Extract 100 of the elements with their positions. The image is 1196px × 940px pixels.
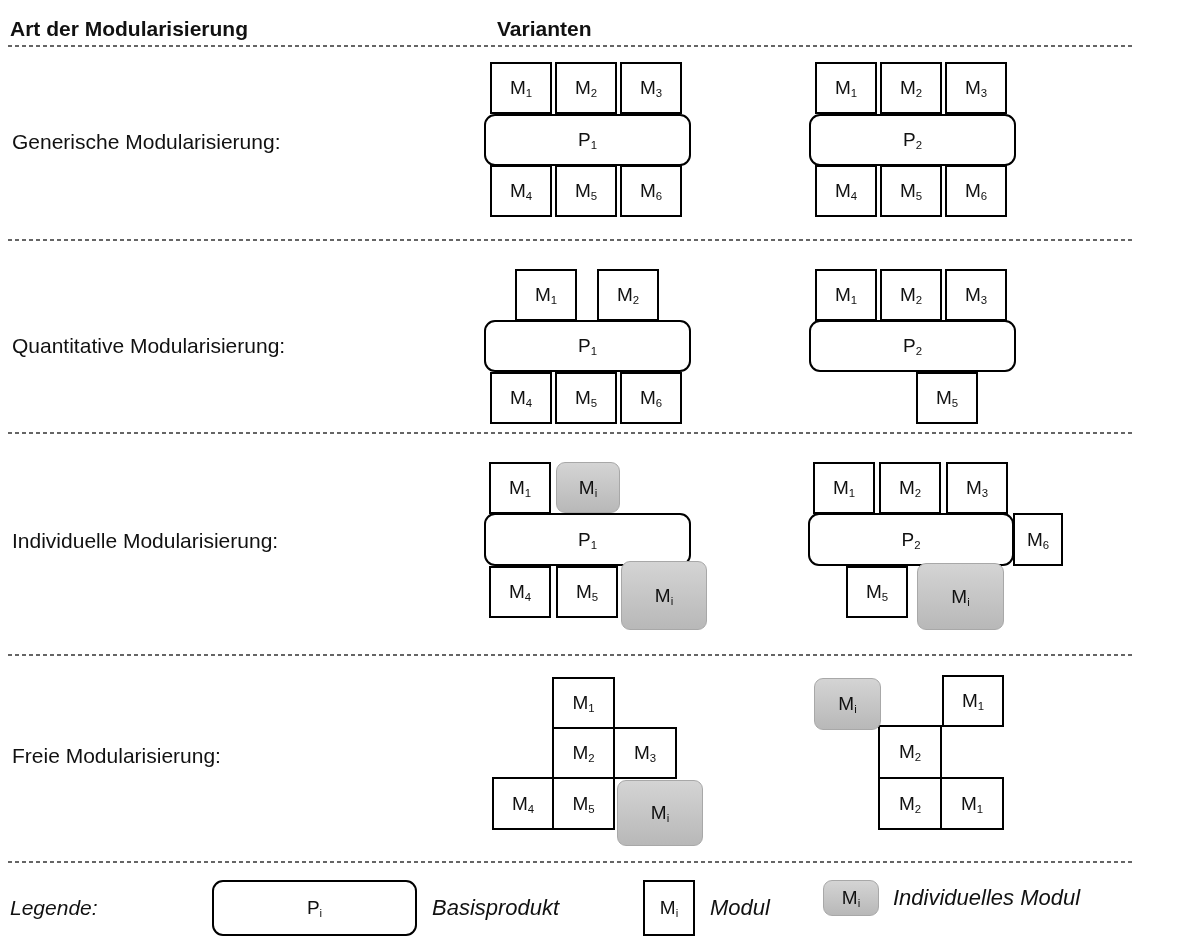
- base-product-box: [484, 114, 691, 166]
- module-label: M$_{1}$: [834, 284, 858, 306]
- legend-label: Individuelles Modul: [893, 887, 1081, 909]
- base-product-box: [809, 114, 1016, 166]
- module-box: [555, 372, 617, 424]
- module-box: [620, 372, 682, 424]
- module-label: M$_{4}$: [509, 180, 533, 202]
- row-label: Generische Modularisierung:: [12, 131, 281, 152]
- module-box: [916, 372, 978, 424]
- module-box: [597, 269, 659, 321]
- module-label: M$_{4}$: [508, 581, 532, 603]
- row-label: Quantitative Modularisierung:: [12, 335, 286, 356]
- module-label: M$_{3}$: [964, 284, 988, 306]
- module-label: M$_{1}$: [834, 77, 858, 99]
- column-header: Varianten: [497, 18, 592, 39]
- module-label: M$_{3}$: [633, 742, 657, 764]
- module-box: [880, 269, 942, 321]
- module-box: [815, 269, 877, 321]
- module-label: M$_{5}$: [574, 180, 598, 202]
- module-label: M$_{1}$: [508, 477, 532, 499]
- module-label: P$_{2}$: [903, 129, 922, 151]
- module-label: M$_{i}$: [841, 887, 861, 909]
- individual-module-box: [814, 678, 881, 730]
- module-label: M$_{2}$: [616, 284, 640, 306]
- module-label: P$_{2}$: [903, 335, 922, 357]
- module-box: [490, 165, 552, 217]
- module-label: M$_{2}$: [572, 742, 595, 764]
- individual-module-box: [556, 462, 620, 513]
- module-box: [1013, 513, 1063, 566]
- individual-module-box: [621, 561, 707, 630]
- module-box: [555, 62, 617, 114]
- module-label: M$_{2}$: [899, 284, 923, 306]
- column-header: Art der Modularisierung: [10, 18, 249, 39]
- module-label: M$_{5}$: [575, 581, 599, 603]
- base-product-box: [484, 320, 691, 372]
- module-label: M$_{5}$: [865, 581, 889, 603]
- module-label: M$_{3}$: [639, 77, 663, 99]
- module-box: [945, 165, 1007, 217]
- module-label: M$_{i}$: [650, 802, 670, 824]
- module-label: M$_{5}$: [574, 387, 598, 409]
- module-box: [940, 777, 1004, 830]
- module-label: M$_{5}$: [572, 792, 595, 815]
- module-box: [878, 725, 942, 779]
- base-product-box: [808, 513, 1014, 566]
- module-box: [613, 727, 677, 779]
- module-label: M$_{6}$: [964, 180, 988, 202]
- module-box: [489, 566, 551, 618]
- module-box: [879, 462, 941, 514]
- legend-title: Legende:: [10, 897, 98, 918]
- module-box: [815, 165, 877, 217]
- module-label: P$_{2}$: [901, 528, 921, 551]
- module-box: [815, 62, 877, 114]
- module-label: M$_{5}$: [935, 387, 959, 409]
- module-label: M$_{2}$: [899, 77, 923, 99]
- module-box: [880, 165, 942, 217]
- module-box: [946, 462, 1008, 514]
- module-label: M$_{1}$: [572, 692, 595, 714]
- module-label: M$_{2}$: [898, 477, 922, 499]
- module-box: [846, 566, 908, 618]
- module-label: M$_{1}$: [509, 77, 533, 99]
- individual-module-box: [917, 563, 1004, 630]
- legend-label: Modul: [710, 897, 770, 919]
- module-label: M$_{3}$: [965, 477, 989, 499]
- module-box: [489, 462, 551, 514]
- module-box: [620, 62, 682, 114]
- individual-module-box: [617, 780, 703, 846]
- module-label: M$_{5}$: [899, 180, 923, 202]
- module-label: M$_{3}$: [964, 77, 988, 99]
- module-label: M$_{2}$: [574, 77, 598, 99]
- module-label: M$_{i}$: [578, 476, 598, 499]
- module-label: M$_{i}$: [659, 897, 679, 919]
- module-label: M$_{i}$: [654, 584, 674, 607]
- module-label: M$_{4}$: [834, 180, 858, 202]
- module-label: M$_{6}$: [1026, 528, 1050, 551]
- module-label: M$_{i}$: [951, 585, 970, 608]
- module-box: [942, 675, 1004, 727]
- module-label: M$_{1}$: [534, 284, 558, 306]
- module-label: M$_{2}$: [898, 741, 922, 763]
- module-label: M$_{4}$: [509, 387, 533, 409]
- base-product-box: [809, 320, 1016, 372]
- module-box: [813, 462, 875, 514]
- module-label: M$_{1}$: [961, 690, 985, 712]
- module-box: [490, 62, 552, 114]
- module-label: P$_{1}$: [578, 335, 597, 357]
- individual-module-box: [823, 880, 879, 916]
- module-label: P$_{1}$: [578, 528, 597, 551]
- module-box: [643, 880, 695, 936]
- module-box: [490, 372, 552, 424]
- module-box: [878, 777, 942, 830]
- module-box: [492, 777, 554, 830]
- base-product-box: [484, 513, 691, 566]
- module-box: [620, 165, 682, 217]
- module-label: M$_{i}$: [838, 693, 857, 715]
- row-label: Individuelle Modularisierung:: [12, 530, 279, 551]
- module-box: [552, 677, 615, 729]
- module-label: M$_{6}$: [639, 387, 663, 409]
- module-box: [556, 566, 618, 618]
- module-label: M$_{2}$: [898, 792, 922, 815]
- module-label: M$_{1}$: [832, 477, 856, 499]
- module-label: P$_{i}$: [306, 897, 323, 919]
